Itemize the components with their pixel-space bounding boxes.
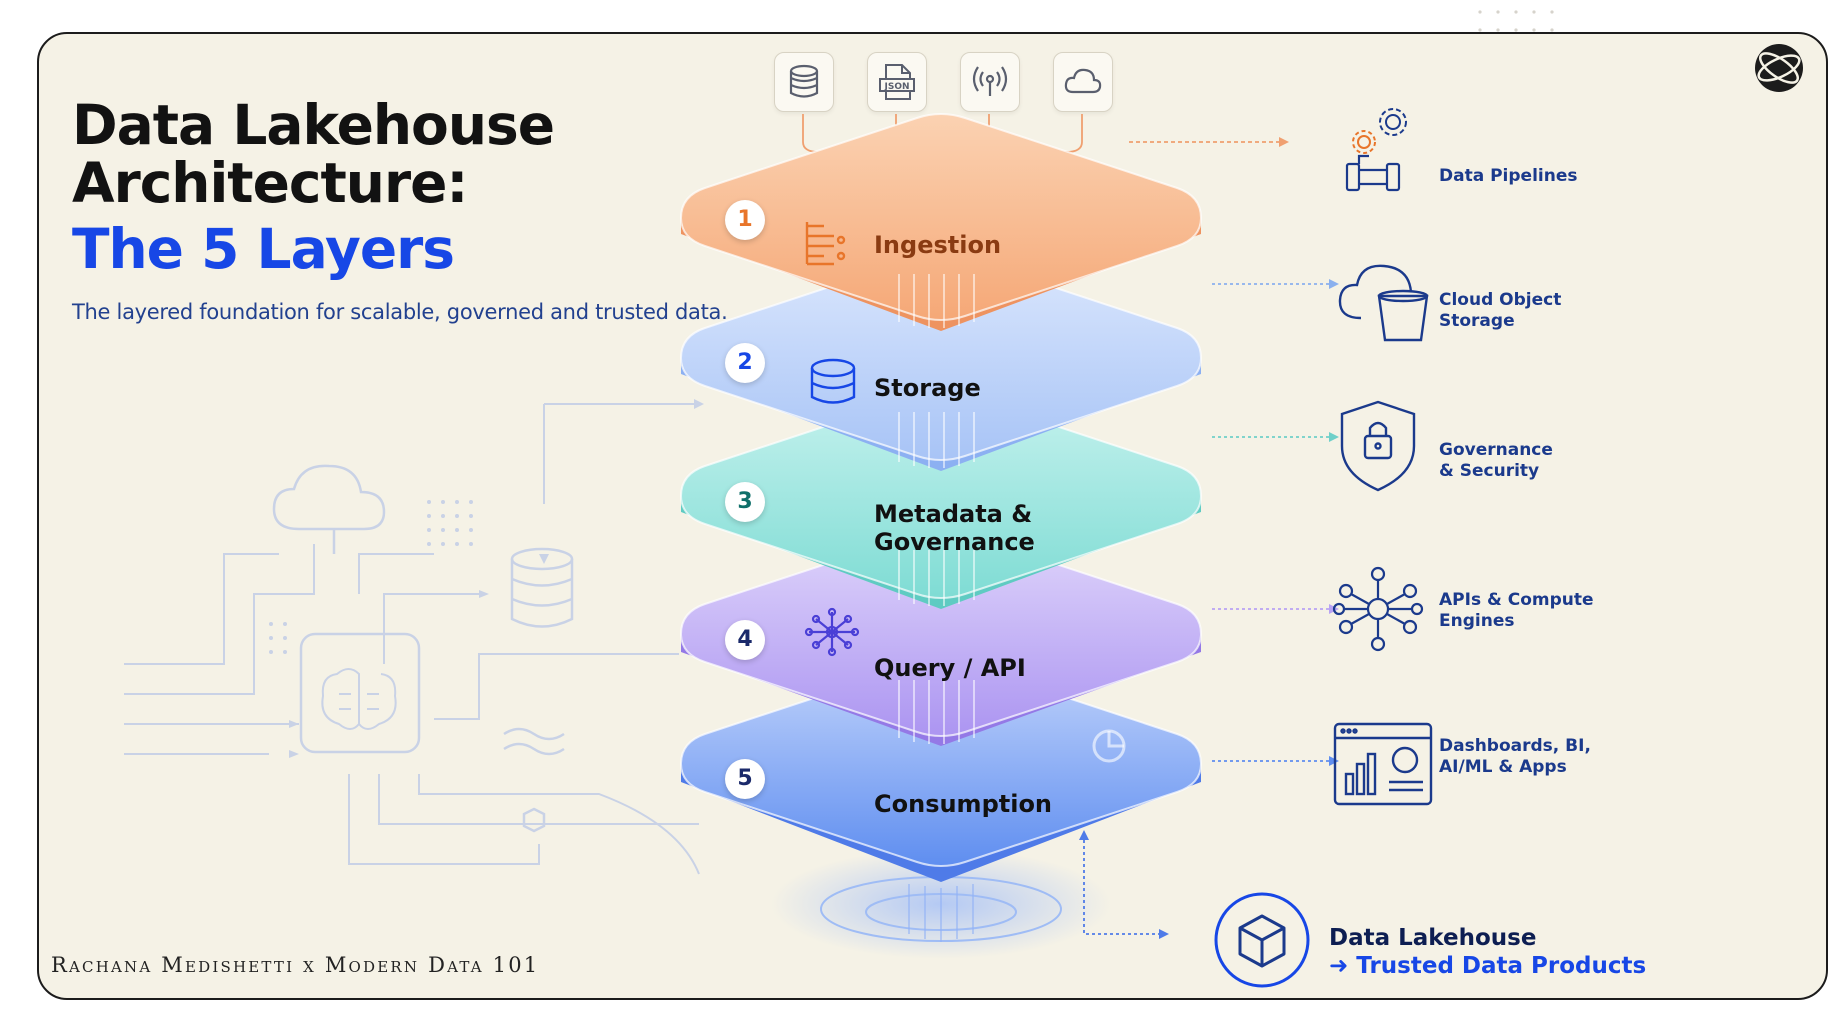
layer-2-number: 2 [725, 343, 765, 383]
background-circuit-illustration [124, 399, 704, 875]
diagram-card: Data Lakehouse Architecture: The 5 Layer… [37, 32, 1828, 1000]
dashboard-icon [1333, 722, 1433, 806]
layer-4-slab [679, 529, 1203, 746]
cloud-bucket-icon [1338, 264, 1429, 342]
json-file-icon: JSON [879, 64, 915, 100]
layer-1-label: Ingestion [874, 231, 1002, 259]
layer-1-number: 1 [725, 200, 765, 240]
bottom-title: Data Lakehouse [1329, 925, 1537, 951]
right-label-cloud-object-storage: Cloud Object Storage [1439, 290, 1562, 331]
source-database-box [774, 52, 834, 112]
page-title: Data Lakehouse Architecture: The 5 Layer… [72, 93, 555, 281]
right-label-apis-compute: APIs & Compute Engines [1439, 590, 1594, 631]
right-label-dashboards: Dashboards, BI, AI/ML & Apps [1439, 736, 1591, 777]
layer-3-number: 3 [725, 482, 765, 522]
source-cloud-box [1053, 52, 1113, 112]
bottom-subtitle: ➜ Trusted Data Products [1329, 953, 1647, 979]
pipeline-gears-icon [1345, 154, 1401, 192]
layer-5-number: 5 [725, 759, 765, 799]
broadcast-icon [972, 66, 1008, 96]
layer-stack [679, 108, 1433, 988]
layer-connectors [898, 274, 975, 942]
storage-database-icon [810, 358, 856, 404]
source-broadcast-box [960, 52, 1020, 112]
cloud-icon [1064, 68, 1102, 94]
credit-line: Rachana Medishetti x Modern Data 101 [51, 953, 540, 977]
subtitle: The layered foundation for scalable, gov… [72, 300, 728, 324]
title-line-3: The 5 Layers [72, 217, 455, 281]
source-json-box: JSON [867, 52, 927, 112]
title-line-2: Architecture: [72, 151, 468, 215]
gear-icon-small [1352, 130, 1376, 154]
json-icon-label: JSON [883, 82, 909, 92]
layer-3-label: Metadata & Governance [874, 500, 1035, 556]
title-line-1: Data Lakehouse [72, 93, 555, 157]
layer-5-label: Consumption [874, 790, 1053, 818]
cube-icon [1214, 892, 1310, 988]
right-connectors [1083, 283, 1329, 935]
consumption-decor-icon [1092, 729, 1126, 763]
gear-icon-large [1379, 108, 1407, 136]
layer-2-label: Storage [874, 374, 981, 402]
layer-3-slab [679, 391, 1203, 609]
hub-network-icon [1332, 566, 1424, 652]
globe-logo-icon [1755, 44, 1803, 92]
network-icon [804, 607, 860, 657]
layer-4-label: Query / API [874, 654, 1026, 682]
dot-grid-decoration [1478, 10, 1554, 32]
ingestion-icon [805, 222, 846, 266]
layer-4-number: 4 [725, 620, 765, 660]
right-label-governance-security: Governance & Security [1439, 440, 1553, 481]
shield-lock-icon [1340, 400, 1416, 492]
right-label-data-pipelines: Data Pipelines [1439, 166, 1578, 186]
database-icon [789, 64, 819, 98]
